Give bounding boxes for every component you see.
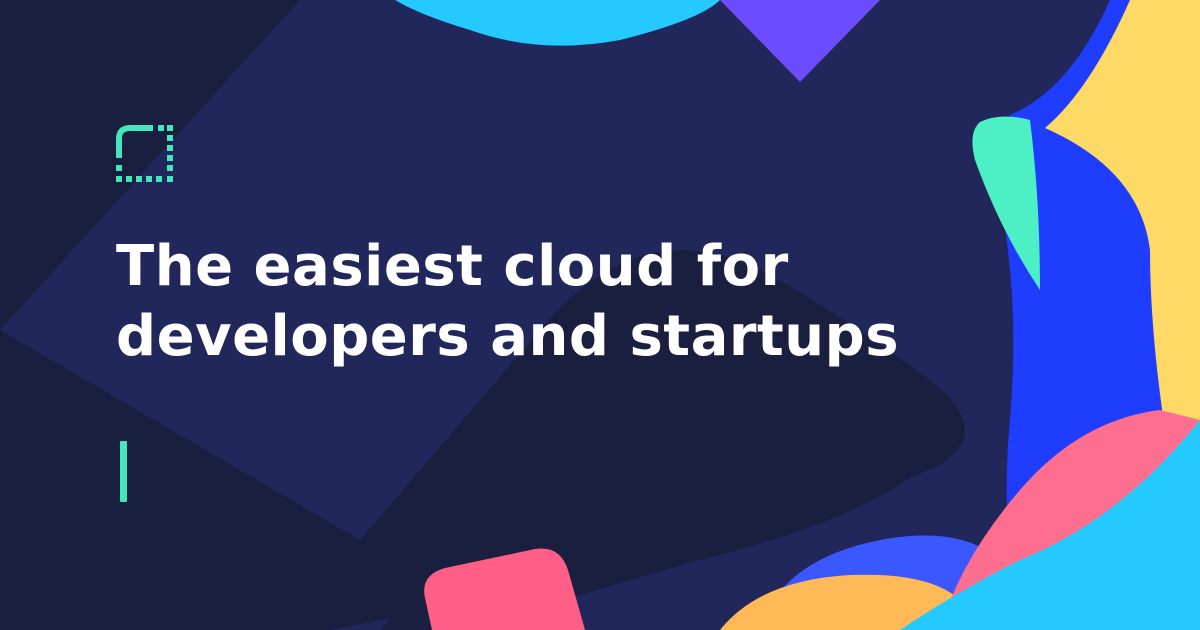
shape-cyan-bottom — [900, 420, 1200, 630]
dotted-square-logo-icon — [116, 125, 173, 182]
shape-pink-block — [424, 548, 585, 630]
shape-yellow-right — [1045, 0, 1200, 430]
bg-panel-corner — [0, 0, 300, 330]
shape-purple-top — [720, 0, 880, 82]
text-cursor-icon — [120, 441, 127, 502]
headline-line-2: developers and startups — [116, 304, 900, 369]
shape-cyan-top — [395, 0, 720, 46]
headline-line-1: The easiest cloud for — [116, 234, 789, 299]
page-title: The easiest cloud for developers and sta… — [116, 232, 936, 372]
shape-orange-wave — [720, 574, 960, 630]
shape-teal-right — [972, 116, 1040, 290]
